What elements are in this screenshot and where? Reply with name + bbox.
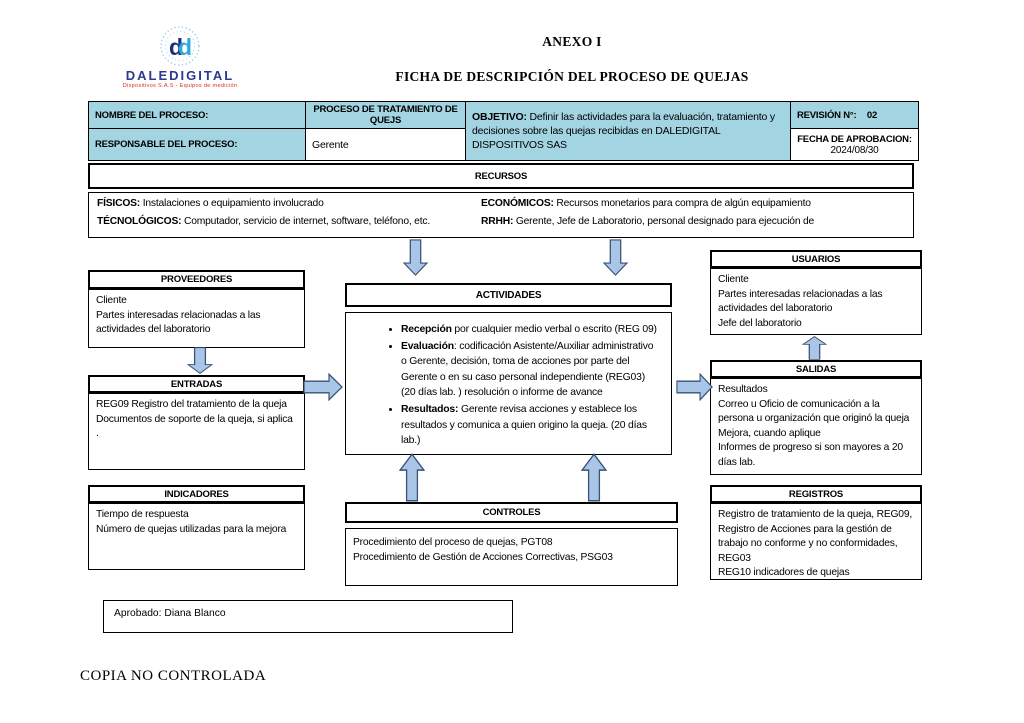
objetivo-text: Definir las actividades para la evaluaci… [472,110,775,152]
logo-wordmark: DALEDIGITAL [125,68,235,83]
fisicos-text: Instalaciones o equipamiento involucrado [140,198,324,209]
actividad-rest: por cualquier medio verbal o escrito (RE… [451,324,657,335]
proveedores-header: PROVEEDORES [88,270,305,289]
actividad-rest: : codificación Asistente/Auxiliar admini… [401,340,654,399]
objetivo-cell: OBJETIVO: Definir las actividades para l… [465,101,791,161]
entradas-header: ENTRADAS [88,375,305,393]
approved-box: Aprobado: Diana Blanco [103,600,513,633]
arrow-actividades-to-salidas-icon [676,373,713,401]
entradas-content: REG09 Registro del tratamiento de la que… [88,393,305,470]
controles-header: CONTROLES [345,502,678,523]
rrhh-label: RRHH: [481,216,514,227]
nombre-proceso-value: PROCESO DE TRATAMIENTO DE QUEJS [305,101,466,129]
actividades-content: Recepción por cualquier medio verbal o e… [345,312,672,455]
indicadores-content: Tiempo de respuesta Número de quejas uti… [88,503,305,570]
svg-text:d: d [178,34,192,60]
process-info-table: NOMBRE DEL PROCESO: PROCESO DE TRATAMIEN… [88,101,919,161]
arrow-proveedores-to-entradas-icon [187,347,213,374]
page-title: FICHA DE DESCRIPCIÓN DEL PROCESO DE QUEJ… [395,69,749,84]
recursos-header: RECURSOS [88,163,914,189]
svg-text:d: d [169,34,183,60]
actividad-bold: Resultados: [401,404,459,416]
revision-cell: REVISIÓN N°: 02 [790,101,919,129]
arrow-recursos-to-actividades-right-icon [603,239,628,276]
actividad-bold: Recepción [401,324,452,335]
recursos-economicos: ECONÓMICOS: Recursos monetarios para com… [481,196,901,213]
arrow-entradas-to-actividades-icon [303,373,343,401]
tecnologicos-label: TÉCNOLÓGICOS: [97,216,182,227]
actividades-header: ACTIVIDADES [345,283,672,307]
actividad-item: Evaluación: codificación Asistente/Auxil… [401,339,661,401]
recursos-fisicos: FÍSICOS: Instalaciones o equipamiento in… [97,196,477,213]
revision-value: 02 [866,109,878,121]
arrow-salidas-to-usuarios-icon [802,336,827,360]
logo-mark-icon: d d [160,26,200,66]
proveedores-content: Cliente Partes interesadas relacionadas … [88,289,305,348]
usuarios-header: USUARIOS [710,250,922,268]
actividad-rest: Gerente revisa acciones y establece los … [401,404,647,447]
fisicos-label: FÍSICOS: [97,198,141,209]
anexo-title: ANEXO I [542,34,602,49]
actividad-item: Resultados: Gerente revisa acciones y es… [401,402,661,449]
recursos-rrhh: RRHH: Gerente, Jefe de Laboratorio, pers… [481,214,911,231]
usuarios-content: Cliente Partes interesadas relacionadas … [710,268,922,335]
registros-content: Registro de tratamiento de la queja, REG… [710,503,922,580]
economicos-text: Recursos monetarios para compra de algún… [553,198,811,209]
actividad-item: Recepción por cualquier medio verbal o e… [401,322,661,338]
objetivo-label: OBJETIVO: [472,110,527,123]
copy-status-text: COPIA NO CONTROLADA [80,668,267,684]
company-logo: d d DALEDIGITAL Dispositivos S.A.S - Equ… [100,26,260,89]
tecnologicos-text: Computador, servicio de internet, softwa… [181,216,430,227]
responsable-label: RESPONSABLE DEL PROCESO: [88,128,306,161]
responsable-value: Gerente [305,128,466,161]
arrow-controles-to-actividades-left-icon [399,453,425,502]
fecha-aprobacion-cell: FECHA DE APROBACION: 2024/08/30 [790,128,919,161]
economicos-label: ECONÓMICOS: [481,198,554,209]
salidas-header: SALIDAS [710,360,922,378]
arrow-controles-to-actividades-right-icon [581,453,607,502]
fecha-label: FECHA DE APROBACION: [797,133,912,145]
recursos-tecnologicos: TÉCNOLÓGICOS: Computador, servicio de in… [97,214,497,231]
actividad-bold: Evaluación [401,340,454,352]
arrow-recursos-to-actividades-left-icon [403,239,428,276]
logo-tagline: Dispositivos S.A.S - Equipos de medición [122,83,238,89]
registros-header: REGISTROS [710,485,922,503]
nombre-proceso-label: NOMBRE DEL PROCESO: [88,101,306,129]
controles-content: Procedimiento del proceso de quejas, PGT… [345,528,678,586]
revision-label: REVISIÓN N°: [797,109,857,121]
rrhh-text: Gerente, Jefe de Laboratorio, personal d… [513,216,815,227]
recursos-content: FÍSICOS: Instalaciones o equipamiento in… [88,192,914,238]
fecha-value: 2024/08/30 [830,144,879,156]
indicadores-header: INDICADORES [88,485,305,503]
salidas-content: Resultados Correo u Oficio de comunicaci… [710,378,922,475]
